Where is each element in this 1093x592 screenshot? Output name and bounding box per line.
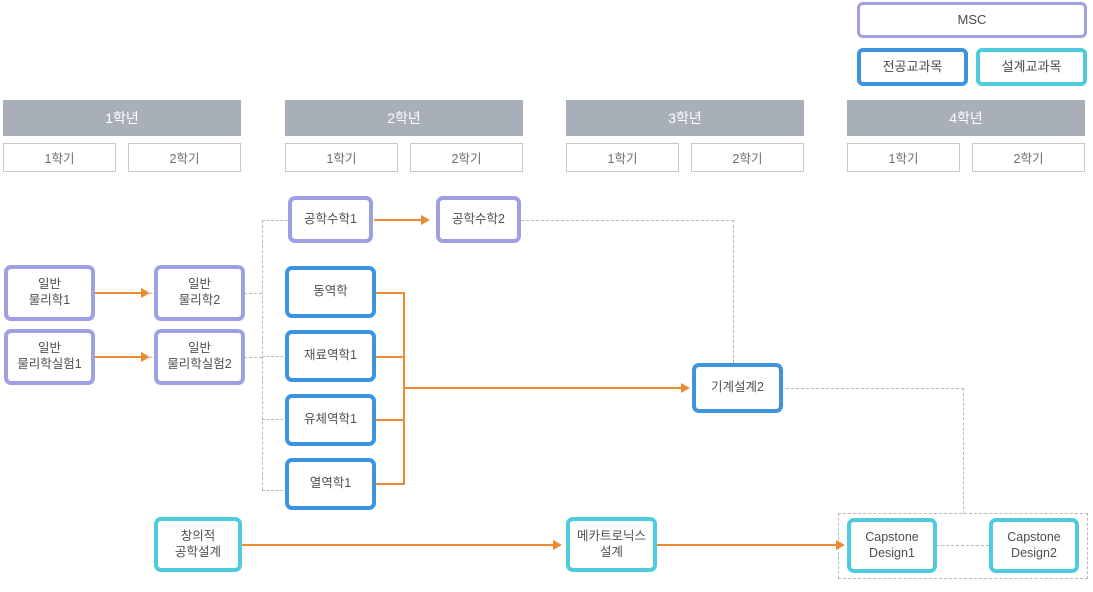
dashed-link-capstone1-capstone2 [936,545,989,546]
legend-msc-label: MSC [957,11,987,27]
arrow-head-genphyslab1-genphyslab2 [141,352,150,362]
course-node-mech-design-2[interactable]: 기계설계2 [692,363,783,413]
semester-label: 2학기 [169,152,200,166]
semester-box-1-1: 1학기 [3,143,116,172]
year-header-1: 1학년 [3,100,241,136]
legend-msc: MSC [857,2,1087,38]
dashed-stub-thermo1 [262,490,288,491]
course-node-mech-materials-1[interactable]: 재료역학1 [285,330,376,382]
course-label: 재료역학1 [304,348,357,363]
legend-major-label: 전공교과목 [882,58,943,74]
year-header-3: 3학년 [566,100,804,136]
course-label: 열역학1 [309,476,352,491]
arrow-head-genphys1-genphys2 [141,288,150,298]
semester-box-2-1: 1학기 [285,143,398,172]
year-header-1-label: 1학년 [105,110,139,126]
semester-box-3-1: 1학기 [566,143,679,172]
semester-box-2-2: 2학기 [410,143,523,172]
dashed-link-mechdesign2-right [786,388,964,389]
year-header-2: 2학년 [285,100,523,136]
arrow-line-creativedesign-mechatronics [242,544,555,546]
year-header-2-label: 2학년 [387,110,421,126]
semester-label: 2학기 [451,152,482,166]
bracket-line-dynamics [376,292,405,294]
semester-box-4-1: 1학기 [847,143,960,172]
arrow-head-majors-mechdesign2 [681,383,690,393]
course-node-fluid-mech-1[interactable]: 유체역학1 [285,394,376,446]
arrow-head-creativedesign-mechatronics [553,540,562,550]
dashed-link-engmath2-right [521,220,734,221]
course-label: 유체역학1 [304,412,357,427]
course-label: 공학수학2 [452,211,505,226]
arrow-line-majors-mechdesign2 [403,387,683,389]
arrow-line-genphys1-genphys2 [95,292,144,294]
arrow-head-mechatronics-capstone1 [836,540,845,550]
dashed-spine-year2 [262,220,263,490]
arrow-line-mechatronics-capstone1 [657,544,843,546]
arrow-line-genphyslab1-genphyslab2 [95,356,144,358]
dashed-link-engmath2-down [733,220,734,363]
legend-design-course: 설계교과목 [976,48,1087,86]
course-label: 동역학 [313,284,348,299]
dashed-stub-fluidmech1 [262,419,288,420]
year-header-4: 4학년 [847,100,1085,136]
semester-label: 1학기 [326,152,357,166]
semester-label: 2학기 [732,152,763,166]
semester-label: 1학기 [44,152,75,166]
course-node-dynamics[interactable]: 동역학 [285,266,376,318]
dashed-link-mechdesign2-down [963,388,964,514]
semester-box-3-2: 2학기 [691,143,804,172]
year-header-4-label: 4학년 [949,110,983,126]
semester-label: 2학기 [1013,152,1044,166]
semester-box-1-2: 2학기 [128,143,241,172]
bracket-line-thermo1 [376,483,405,485]
course-node-eng-math-1[interactable]: 공학수학1 [288,196,373,243]
bracket-line-fluidmech1 [376,419,405,421]
course-label: 공학수학1 [304,211,357,226]
course-node-eng-math-2[interactable]: 공학수학2 [436,196,521,243]
legend-major-course: 전공교과목 [857,48,968,86]
semester-label: 1학기 [888,152,919,166]
dashed-stub-engmath1 [262,220,288,221]
dashed-stub-mechmaterials1 [262,356,288,357]
semester-box-4-2: 2학기 [972,143,1085,172]
year-header-3-label: 3학년 [668,110,702,126]
bracket-line-mechmaterials1 [376,356,405,358]
legend-design-label: 설계교과목 [1001,58,1062,74]
arrow-head-engmath1-engmath2 [421,215,430,225]
course-label: 기계설계2 [711,380,764,395]
semester-label: 1학기 [607,152,638,166]
course-node-thermo-1[interactable]: 열역학1 [285,458,376,510]
arrow-line-engmath1-engmath2 [374,219,423,221]
